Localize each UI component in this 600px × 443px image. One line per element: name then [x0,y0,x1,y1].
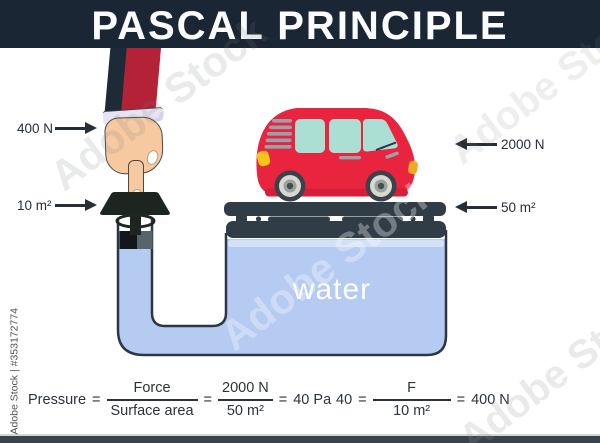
wheel-front [365,170,397,202]
car-windshield [363,119,398,152]
header-bar: PASCAL PRINCIPLE [0,0,600,48]
water-label: water [292,273,372,306]
car [256,108,419,202]
car-rear-blinds [264,119,292,149]
fraction-f-area: F 10 m² [372,380,451,419]
large-piston-plate [226,221,446,238]
footer-bar [0,436,600,443]
formula-result: 40 Pa [293,392,332,408]
car-window-front [329,119,361,153]
fraction-denominator: 50 m² [226,403,264,419]
arrow-head [85,199,97,211]
arrow-left-icon [455,201,497,213]
fraction-bar [218,399,273,401]
arrow-left-icon [455,138,497,150]
arrow-head [85,122,97,134]
small-piston-cap [100,192,170,215]
cylinder-rim [115,213,156,229]
water-highlight [228,240,444,247]
label-force-large: 2000 N [501,137,545,152]
car-wiper [375,141,397,151]
fraction-denominator: Surface area [110,403,194,419]
page-title: PASCAL PRINCIPLE [91,4,509,48]
label-force-small: 400 N [17,121,54,136]
tube-wall-inner [150,219,228,328]
arrow-right-icon [55,122,97,134]
equals-sign: = [456,392,466,408]
fraction-numerator: 2000 N [222,380,269,397]
equals-sign: = [278,392,288,408]
label-area-large: 50 m² [501,200,536,215]
arrow-head [455,138,467,150]
fraction-numerator: Force [133,380,171,397]
car-headlight [256,150,271,167]
equals-sign: = [92,392,101,408]
equals-sign: = [203,392,212,408]
arrow-shaft [467,205,497,209]
pressure-formula: Pressure = Force Surface area = 2000 N 5… [28,377,331,423]
car-trim-dash [339,156,361,160]
arrow-shaft [55,203,85,207]
fraction-numerator: F [407,380,417,397]
fraction-bar [106,399,198,401]
fraction-values: 2000 N 50 m² [218,380,273,419]
car-trim-dash [385,151,399,159]
platform-top [224,202,446,216]
arrow-shaft [467,142,497,146]
wheel-rear [274,170,306,202]
arrow-shaft [55,126,85,130]
fraction-bar [372,399,451,401]
fraction-force-area: Force Surface area [106,380,198,419]
arrow-head [455,201,467,213]
small-piston-stem [130,205,141,235]
small-piston-head-light [137,231,153,249]
equals-sign: = [358,392,367,408]
force-formula: 40 = F 10 m² = 400 N [336,377,510,423]
footer-divider [0,434,600,436]
arm-sleeve-red [121,48,161,114]
arrow-right-icon [55,199,97,211]
fraction-denominator: 10 m² [393,403,431,419]
formula-lhs: 40 [336,392,353,408]
car-window-rear [295,119,325,153]
tube-wall-outer [116,219,448,357]
label-area-small: 10 m² [17,198,52,213]
formula-lhs: Pressure [28,392,87,408]
car-taillight [407,160,419,175]
formula-result: 400 N [471,392,510,408]
